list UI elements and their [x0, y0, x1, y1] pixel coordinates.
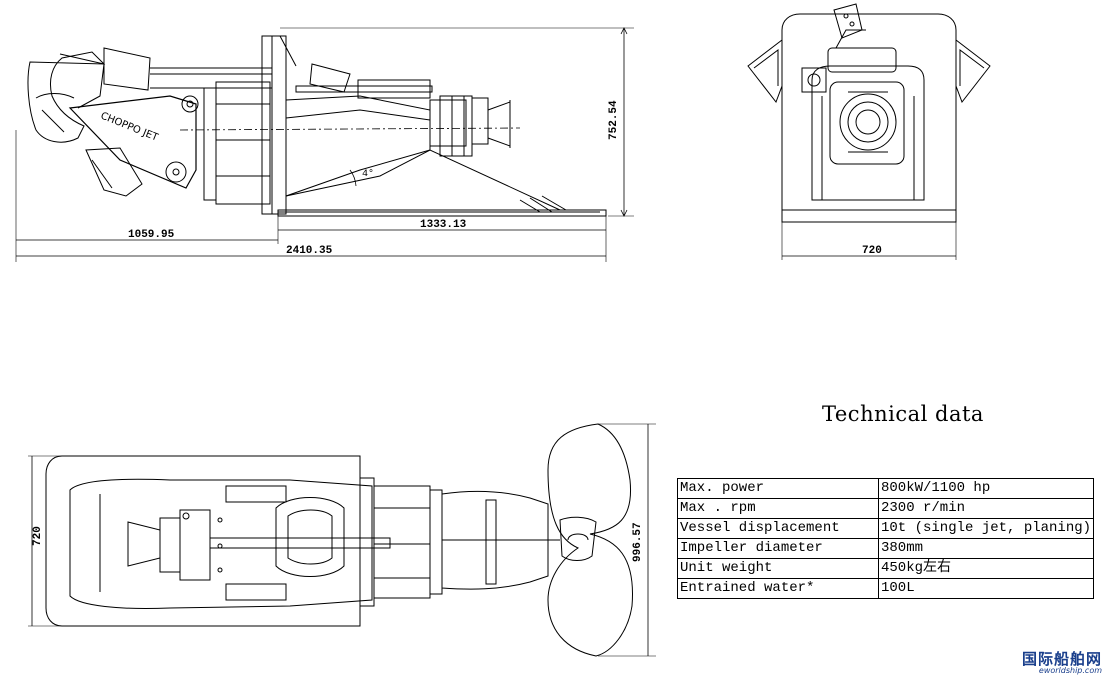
- spec-value: 450kg左右: [877, 558, 1095, 579]
- base-length-dim-label: 1333.13: [420, 219, 467, 231]
- spec-label: Entrained water*: [677, 578, 879, 599]
- spec-label: Unit weight: [677, 558, 879, 579]
- total-length-dim-label: 2410.35: [286, 245, 333, 257]
- front-length-dim-label: 1059.95: [128, 229, 175, 241]
- height-dim-label: 752.54: [608, 100, 620, 140]
- top-view: 720 996.57: [28, 423, 656, 657]
- spec-row: Entrained water*100L: [677, 578, 1095, 599]
- front-view: 720: [747, 3, 991, 260]
- spec-value: 2300 r/min: [877, 498, 1095, 519]
- top-length-dim-label: 996.57: [632, 522, 644, 562]
- technical-data-title: Technical data: [822, 402, 984, 426]
- watermark-logo: 国际船舶网 eworldship.com: [1022, 648, 1102, 675]
- brand-text: CHOPPO JET: [99, 111, 160, 144]
- watermark-en: eworldship.com: [1038, 666, 1103, 675]
- spec-value: 800kW/1100 hp: [877, 478, 1095, 499]
- spec-label: Max. power: [677, 478, 879, 499]
- spec-value: 380mm: [877, 538, 1095, 559]
- spec-value: 100L: [877, 578, 1095, 599]
- spec-value: 10t (single jet, planing): [877, 518, 1095, 539]
- side-view: CHOPPO JET: [15, 27, 634, 262]
- front-width-dim-label: 720: [862, 245, 882, 257]
- top-width-dim-label: 720: [32, 526, 44, 546]
- watermark-cn: 国际船舶网: [1022, 650, 1103, 668]
- spec-label: Max . rpm: [677, 498, 879, 519]
- spec-label: Impeller diameter: [677, 538, 879, 559]
- angle-label: 4°: [362, 168, 374, 180]
- spec-label: Vessel displacement: [677, 518, 879, 539]
